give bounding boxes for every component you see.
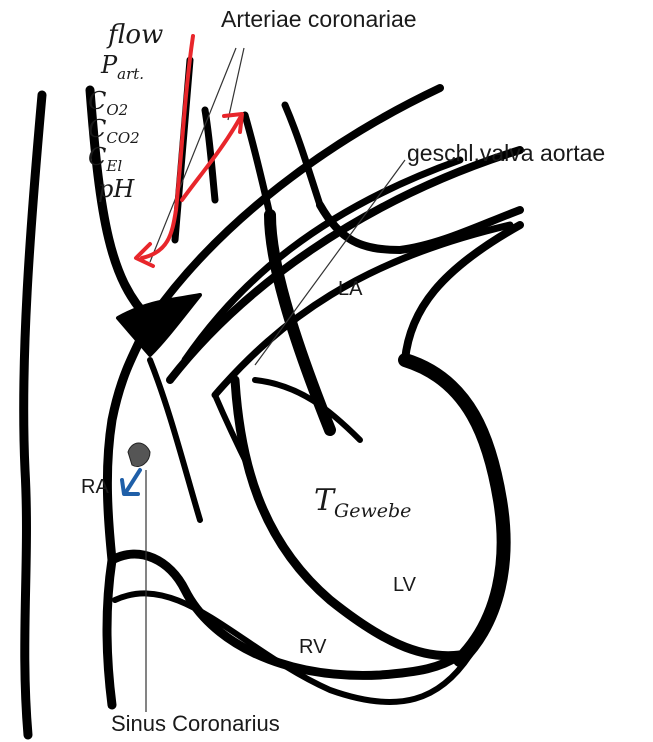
- right-ventricle-wall: [112, 554, 460, 675]
- label-right-atrium: RA: [81, 476, 109, 499]
- tissue-temperature-label: TGewebe: [314, 483, 411, 522]
- mitral-leaflet: [255, 380, 360, 440]
- label-right-ventricle: RV: [299, 636, 326, 659]
- var-flow: flow: [108, 22, 163, 48]
- sinus-valve: [128, 443, 150, 467]
- var-c-el: CEl: [88, 144, 122, 179]
- arteriae-pointer-2: [228, 48, 244, 120]
- label-valva-aortae: geschl.valva aortae: [407, 140, 605, 167]
- label-left-ventricle: LV: [393, 574, 416, 597]
- tricuspid-leaflet: [150, 360, 200, 520]
- left-ventricle-wall: [405, 360, 504, 660]
- pulmonary-trunk-outer: [170, 150, 520, 380]
- vena-cava-left-wall: [24, 95, 42, 735]
- label-left-atrium: LA: [338, 278, 362, 301]
- label-arteriae-coronariae: Arteriae coronariae: [221, 6, 417, 33]
- pulmonary-trunk-inner: [215, 225, 510, 395]
- venous-flow-line: [126, 470, 140, 492]
- var-ph: pH: [98, 176, 134, 202]
- label-sinus-coronarius: Sinus Coronarius: [111, 711, 280, 737]
- var-p-art: Part.: [101, 52, 144, 87]
- arterial-branch-4: [285, 105, 320, 205]
